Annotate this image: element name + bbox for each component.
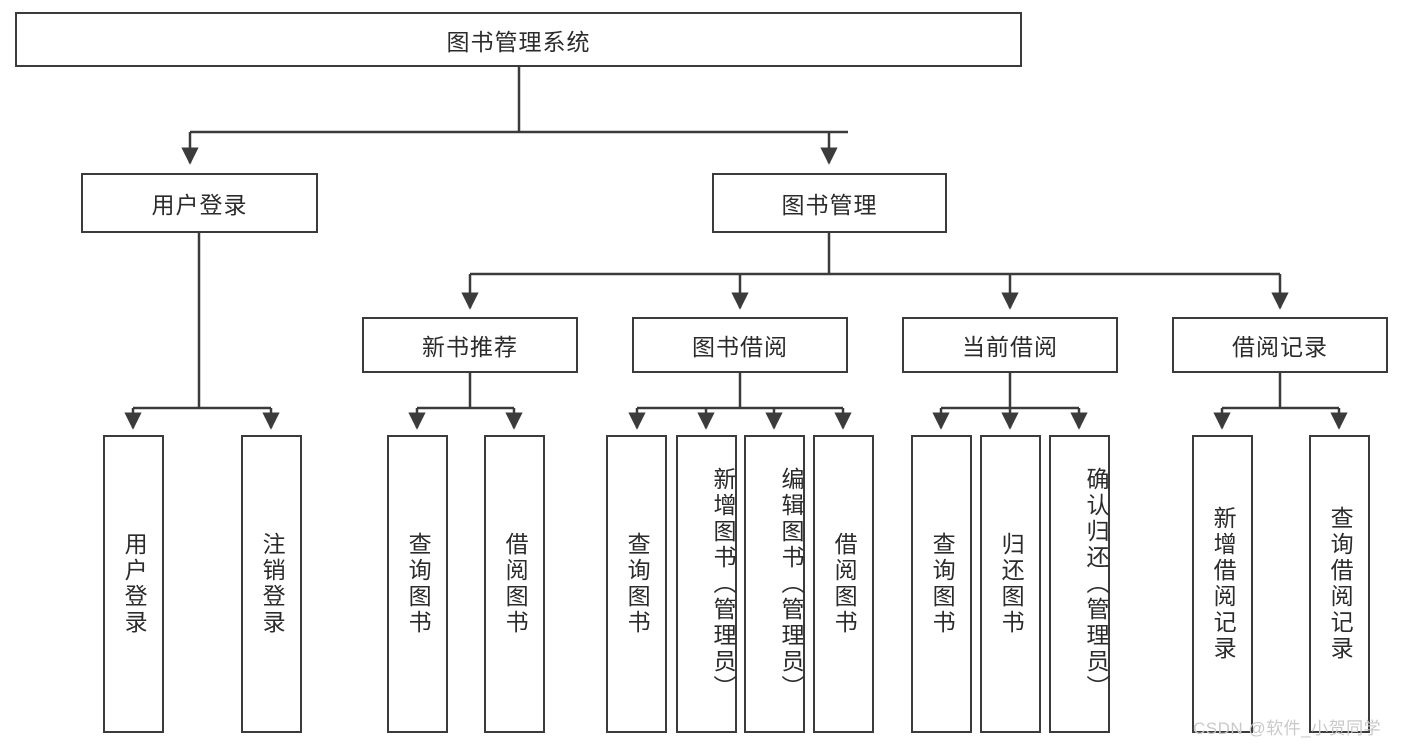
node-label: 借阅图书 — [831, 532, 858, 636]
node-book-borrowing[interactable]: 图书借阅 — [632, 317, 848, 373]
node-label: 图书管理系统 — [446, 28, 591, 55]
node-current-borrowing[interactable]: 当前借阅 — [902, 317, 1118, 373]
node-book-management[interactable]: 图书管理 — [712, 173, 947, 233]
leaf-edit-book-admin[interactable]: 编辑图书（管理员） — [744, 435, 805, 733]
node-label: 确认归还（管理员） — [1083, 467, 1109, 701]
csdn-watermark: CSDN @软件_小贺同学 — [1193, 719, 1382, 738]
node-label: 当前借阅 — [962, 334, 1058, 360]
leaf-logout[interactable]: 注销登录 — [241, 435, 302, 733]
node-label: 新书推荐 — [422, 334, 518, 360]
node-label: 新增图书（管理员） — [710, 467, 736, 701]
node-label: 归还图书 — [998, 532, 1025, 636]
leaf-add-borrowing-record[interactable]: 新增借阅记录 — [1192, 435, 1253, 733]
node-new-book-recommendation[interactable]: 新书推荐 — [362, 317, 578, 373]
node-label: 图书管理 — [781, 192, 878, 218]
node-label: 查询借阅记录 — [1327, 506, 1354, 662]
node-borrowing-records[interactable]: 借阅记录 — [1172, 317, 1388, 373]
node-user-login[interactable]: 用户登录 — [81, 173, 318, 233]
node-label: 查询图书 — [624, 532, 651, 636]
node-label: 用户登录 — [151, 192, 248, 218]
leaf-query-borrowing-record[interactable]: 查询借阅记录 — [1309, 435, 1370, 733]
node-label: 用户登录 — [121, 532, 148, 636]
leaf-confirm-return-admin[interactable]: 确认归还（管理员） — [1049, 435, 1110, 733]
node-label: 借阅图书 — [502, 532, 529, 636]
leaf-borrow-books-borrowing[interactable]: 借阅图书 — [813, 435, 874, 733]
node-label: 新增借阅记录 — [1210, 506, 1237, 662]
leaf-user-login[interactable]: 用户登录 — [103, 435, 164, 733]
leaf-query-books-recommendation[interactable]: 查询图书 — [387, 435, 448, 733]
node-root-book-management-system[interactable]: 图书管理系统 — [15, 12, 1022, 67]
node-label: 借阅记录 — [1232, 334, 1328, 360]
node-label: 查询图书 — [405, 532, 432, 636]
leaf-query-books-borrowing[interactable]: 查询图书 — [606, 435, 667, 733]
leaf-return-books[interactable]: 归还图书 — [980, 435, 1041, 733]
leaf-borrow-books-recommendation[interactable]: 借阅图书 — [484, 435, 545, 733]
node-label: 图书借阅 — [692, 334, 788, 360]
node-label: 查询图书 — [929, 532, 956, 636]
leaf-query-books-current[interactable]: 查询图书 — [911, 435, 972, 733]
node-label: 编辑图书（管理员） — [778, 467, 804, 701]
leaf-add-book-admin[interactable]: 新增图书（管理员） — [676, 435, 737, 733]
node-label: 注销登录 — [259, 532, 286, 636]
